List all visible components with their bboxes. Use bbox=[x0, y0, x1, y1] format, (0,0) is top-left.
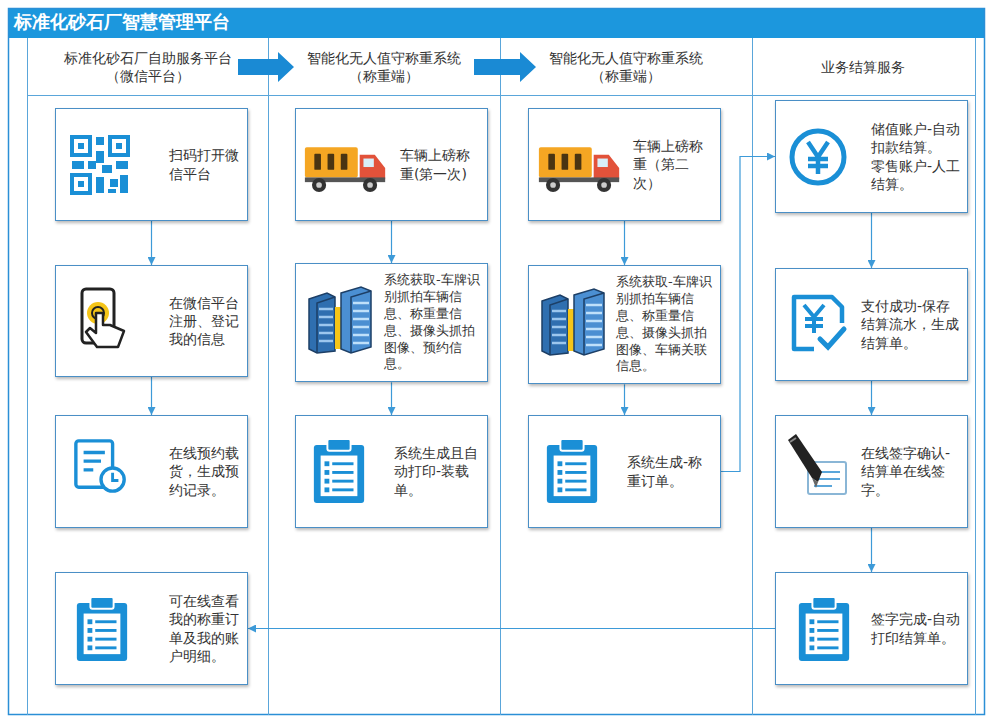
column-line bbox=[27, 38, 28, 715]
flow-arrow bbox=[391, 221, 392, 263]
box-text: 签字完成-自动打印结算单。 bbox=[871, 610, 961, 646]
record-icon bbox=[76, 441, 124, 491]
column-header: 业务结算服务 bbox=[793, 44, 933, 90]
process-box: 储值账户-自动扣款结算。零售账户-人工结算。 bbox=[775, 100, 968, 213]
yen-icon bbox=[792, 131, 844, 183]
process-box: 系统获取-车牌识别抓拍车辆信息、称重量信息、摄像头抓拍图像、车辆关联信息。 bbox=[528, 265, 721, 384]
clipboard-icon bbox=[547, 439, 597, 503]
box-text: 在线预约载货，生成预约记录。 bbox=[169, 444, 241, 499]
flow-arrow bbox=[624, 384, 625, 415]
flow-arrow bbox=[871, 528, 872, 572]
qr-icon bbox=[72, 137, 128, 193]
box-text: 零售账户-人工结算。 bbox=[871, 157, 961, 193]
icons bbox=[72, 131, 849, 661]
flow-arrow bbox=[248, 628, 775, 629]
server-icon bbox=[542, 289, 604, 355]
column-line bbox=[268, 38, 269, 715]
box-text: 系统获取-车牌识别抓拍车辆信息、称重量信息、摄像头抓拍图像、预约信息。 bbox=[384, 272, 481, 373]
clipboard-icon bbox=[799, 597, 849, 661]
process-box: 系统生成且自动打印-装载单。 bbox=[295, 415, 488, 528]
block-arrow bbox=[474, 52, 536, 82]
box-text: 系统生成且自动打印-装载单。 bbox=[394, 444, 481, 499]
flow-arrow bbox=[721, 157, 775, 472]
flow-arrow bbox=[871, 213, 872, 268]
process-box: 车辆上磅称重(第一次) bbox=[295, 108, 488, 221]
clipboard-icon bbox=[314, 439, 364, 503]
process-box: 在微信平台注册、登记我的信息 bbox=[55, 265, 248, 377]
truck-icon bbox=[305, 147, 385, 192]
payment-icon bbox=[794, 297, 844, 349]
header-line bbox=[27, 95, 976, 96]
flow-arrow bbox=[151, 221, 152, 265]
process-box: 系统生成-称重订单。 bbox=[528, 415, 721, 528]
sign-icon bbox=[788, 434, 846, 494]
box-text: 在线签字确认-结算单在线签字。 bbox=[861, 444, 961, 499]
column-line bbox=[752, 38, 753, 715]
box-text: 车辆上磅称重(第一次) bbox=[400, 146, 481, 182]
box-text: 系统生成-称重订单。 bbox=[627, 453, 714, 489]
process-box: 系统获取-车牌识别抓拍车辆信息、称重量信息、摄像头抓拍图像、预约信息。 bbox=[295, 263, 488, 382]
title-band bbox=[8, 8, 985, 38]
column-header: 智能化无人值守称重系统 （称重端） bbox=[536, 44, 716, 90]
box-text: 在微信平台注册、登记我的信息 bbox=[169, 294, 241, 349]
process-box: 扫码打开微信平台 bbox=[55, 108, 248, 221]
outer-frame bbox=[9, 9, 985, 715]
process-box: 支付成功-保存结算流水，生成结算单。 bbox=[775, 268, 968, 381]
diagram-title: 标准化砂石厂智慧管理平台 bbox=[14, 10, 230, 34]
box-text: 支付成功-保存结算流水，生成结算单。 bbox=[861, 297, 961, 352]
flow-arrow bbox=[391, 382, 392, 415]
column-header: 标准化砂石厂自助服务平台 （微信平台） bbox=[58, 44, 238, 90]
process-box: 签字完成-自动打印结算单。 bbox=[775, 572, 968, 685]
process-box: 车辆上磅称重（第二次） bbox=[528, 108, 721, 221]
header-text: 智能化无人值守称重系统 （称重端） bbox=[536, 49, 716, 85]
box-text: 可在线查看我的称重订单及我的账户明细。 bbox=[169, 592, 241, 665]
process-box: 在线预约载货，生成预约记录。 bbox=[55, 415, 248, 528]
flow-arrow bbox=[151, 377, 152, 415]
column-header: 智能化无人值守称重系统 （称重端） bbox=[294, 44, 474, 90]
header-text: 标准化砂石厂自助服务平台 （微信平台） bbox=[58, 49, 238, 85]
phone-icon bbox=[82, 289, 124, 347]
column-line bbox=[500, 38, 501, 715]
box-text: 车辆上磅称重（第二次） bbox=[633, 137, 714, 192]
block-arrow bbox=[238, 52, 294, 82]
box-text: 系统获取-车牌识别抓拍车辆信息、称重量信息、摄像头抓拍图像、车辆关联信息。 bbox=[616, 274, 714, 375]
header-text: 智能化无人值守称重系统 （称重端） bbox=[294, 49, 474, 85]
flow-arrow bbox=[871, 381, 872, 415]
clipboard-icon bbox=[77, 597, 127, 661]
server-icon bbox=[309, 287, 371, 353]
column-line bbox=[975, 38, 976, 715]
header-text: 业务结算服务 bbox=[793, 58, 933, 76]
box-text: 扫码打开微信平台 bbox=[169, 146, 241, 182]
truck-icon bbox=[539, 147, 619, 192]
box-text: 储值账户-自动扣款结算。 bbox=[871, 120, 961, 156]
column-lines bbox=[27, 38, 976, 715]
flow-arrow bbox=[624, 221, 625, 265]
process-box: 可在线查看我的称重订单及我的账户明细。 bbox=[55, 572, 248, 685]
process-box: 在线签字确认-结算单在线签字。 bbox=[775, 415, 968, 528]
